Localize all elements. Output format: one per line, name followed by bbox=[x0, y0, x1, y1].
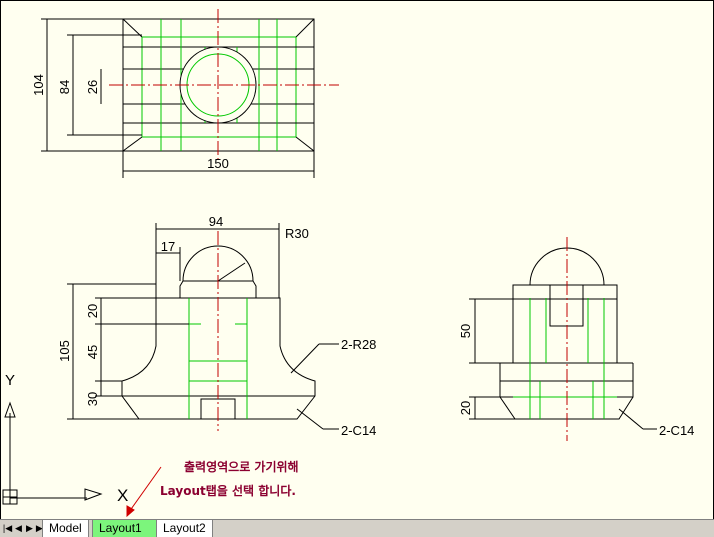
label-2-r28: 2-R28 bbox=[341, 337, 376, 352]
label-2-c14-front: 2-C14 bbox=[341, 423, 376, 438]
dim-26: 26 bbox=[85, 80, 100, 94]
callout-line-1: 출력영역으로 가기위해 bbox=[184, 460, 299, 474]
callout-arrow bbox=[126, 466, 162, 518]
ucs-y-label: Y bbox=[5, 372, 15, 389]
dim-r30: R30 bbox=[285, 226, 309, 241]
tab-model[interactable]: Model bbox=[42, 520, 89, 537]
front-view: 94 17 R30 105 20 45 30 2-R28 2-C14 bbox=[57, 214, 376, 438]
dim-150: 150 bbox=[207, 156, 229, 171]
ucs-icon: Y X bbox=[2, 372, 128, 505]
nav-next-button[interactable]: ▶ bbox=[26, 523, 33, 533]
tab-layout1[interactable]: Layout1 bbox=[92, 520, 160, 537]
callout-annotation: 출력영역으로 가기위해 Layout탭을 선택 합니다. bbox=[160, 455, 350, 503]
nav-first-button[interactable]: |◀ bbox=[2, 523, 13, 533]
label-2-c14-side: 2-C14 bbox=[659, 423, 694, 438]
dim-17: 17 bbox=[161, 239, 175, 254]
drawing-svg: 104 84 26 150 bbox=[2, 9, 694, 518]
tab-layout2[interactable]: Layout2 bbox=[156, 520, 213, 537]
dim-94: 94 bbox=[209, 214, 223, 229]
side-view: 50 20 2-C14 bbox=[458, 237, 694, 441]
callout-line-2: Layout탭을 선택 합니다. bbox=[160, 484, 296, 498]
nav-last-button[interactable]: ▶| bbox=[35, 523, 46, 533]
dim-20: 20 bbox=[85, 304, 100, 318]
dim-20-side: 20 bbox=[458, 401, 473, 415]
top-view: 104 84 26 150 bbox=[31, 9, 339, 178]
dim-104: 104 bbox=[31, 74, 46, 96]
dim-45: 45 bbox=[85, 345, 100, 359]
layout-tab-bar: |◀ ◀ ▶ ▶| Model Layout1 Layout2 bbox=[0, 519, 714, 537]
dim-84: 84 bbox=[57, 80, 72, 94]
dim-105: 105 bbox=[57, 340, 72, 362]
nav-prev-button[interactable]: ◀ bbox=[15, 523, 22, 533]
ucs-x-label: X bbox=[117, 486, 128, 505]
dim-30: 30 bbox=[85, 392, 100, 406]
dim-50: 50 bbox=[458, 324, 473, 338]
